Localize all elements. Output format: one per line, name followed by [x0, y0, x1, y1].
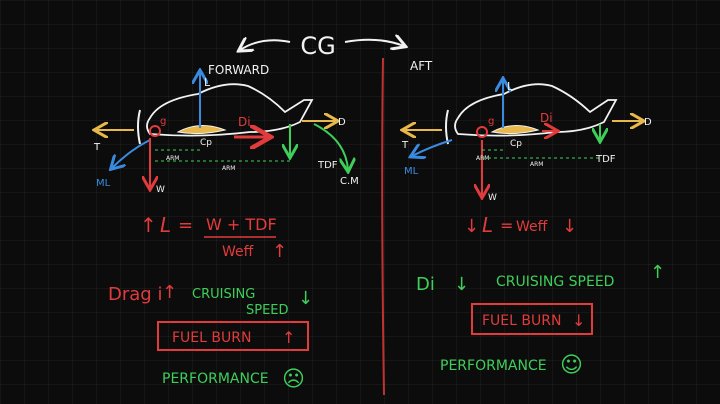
right-thrust-label: T	[401, 140, 409, 151]
left-performance-face: ☹	[282, 367, 305, 392]
right-performance-text: PERFORMANCE	[440, 358, 547, 374]
left-eq-equals: =	[178, 215, 193, 236]
left-speed-word: SPEED	[246, 303, 289, 318]
right-airplane	[445, 83, 618, 145]
left-arm-label-1: ARM	[166, 155, 179, 162]
right-cp-label: Cp	[510, 139, 522, 149]
right-eq-rhs: Weff	[516, 219, 548, 235]
left-weight-label: W	[156, 185, 165, 195]
right-tail-downforce-label: TDF	[595, 154, 616, 165]
right-lift-label: L	[507, 80, 514, 93]
left-cm-arrow	[313, 123, 348, 170]
left-cg-label: g	[160, 116, 166, 127]
right-induced-drag-label: Di	[540, 111, 553, 125]
left-moment-arrow	[112, 139, 151, 168]
right-arm-label-2: ARM	[530, 161, 543, 168]
right-speed-arrow: ↑	[650, 262, 665, 283]
page-title: CG	[300, 32, 335, 60]
left-drag-term: Drag i	[108, 284, 162, 305]
left-drag-term-arrow: ↑	[162, 282, 177, 303]
left-cg-symbol	[149, 125, 161, 137]
left-wing-airfoil	[176, 125, 227, 135]
right-eq-lhs: L	[482, 213, 493, 237]
right-cruising-speed-text: CRUISING SPEED	[496, 274, 614, 290]
left-eq-arrow: ↑	[140, 213, 157, 237]
left-eq-denominator-arrow: ↑	[272, 241, 287, 262]
right-drag-term-arrow: ↓	[454, 274, 469, 295]
right-performance-face: ☺	[560, 353, 583, 378]
right-fuel-burn-box	[471, 303, 593, 335]
left-lift-label: L	[204, 76, 211, 89]
left-arm-label-2: ARM	[222, 165, 235, 172]
left-fuel-burn-arrow: ↑	[282, 328, 295, 347]
center-divider	[381, 57, 385, 396]
left-cp-label: Cp	[200, 138, 212, 148]
left-speed-arrow: ↓	[298, 288, 313, 309]
right-cg-label: g	[488, 116, 494, 127]
left-induced-drag-label: Di	[238, 115, 251, 129]
right-eq-arrow: ↓	[464, 216, 479, 237]
title-arrow-right	[344, 40, 404, 46]
left-eq-lhs: L	[160, 213, 171, 237]
right-wing-airfoil	[490, 125, 540, 135]
right-fuel-burn-arrow: ↓	[572, 311, 585, 330]
left-thrust-label: T	[93, 142, 101, 153]
right-moment-arrow	[412, 139, 453, 156]
left-fuel-burn-box	[157, 321, 309, 351]
left-eq-numerator: W + TDF	[206, 215, 277, 234]
right-eq-equals: =	[500, 216, 513, 235]
left-cm-label: C.M	[340, 176, 359, 187]
left-eq-denominator: Weff	[222, 244, 254, 260]
left-moment-label: ML	[96, 178, 111, 189]
right-fuel-burn-text: FUEL BURN	[482, 313, 561, 329]
title-arrow-left	[240, 40, 291, 50]
right-drag-label: D	[644, 117, 652, 128]
left-drag-label: D	[338, 117, 346, 128]
left-fuel-burn-text: FUEL BURN	[172, 330, 251, 346]
right-drag-term: Di	[416, 274, 435, 295]
left-heading: FORWARD	[208, 63, 269, 77]
left-airplane	[137, 83, 314, 145]
right-cg-symbol	[476, 126, 488, 138]
left-tail-downforce-label: TDF	[317, 160, 338, 171]
right-moment-label: ML	[404, 166, 419, 177]
left-performance-text: PERFORMANCE	[162, 371, 269, 387]
right-heading: AFT	[410, 59, 433, 73]
right-eq-rhs-arrow: ↓	[562, 216, 577, 237]
right-weight-label: W	[488, 193, 497, 203]
left-cruising-word: CRUISING	[192, 287, 255, 302]
